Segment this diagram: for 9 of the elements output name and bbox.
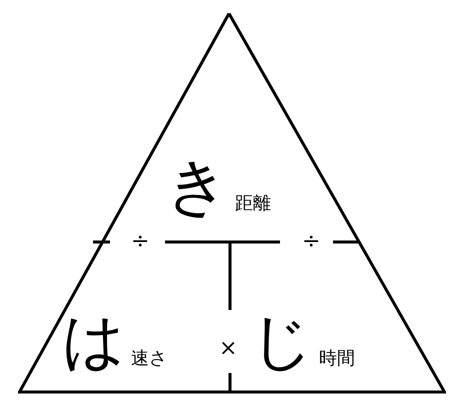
operator-sign: × <box>219 338 238 360</box>
operator-sign: ÷ <box>302 231 320 253</box>
quantity-label: 距離 <box>235 195 271 213</box>
letter-text: じ <box>250 310 313 372</box>
operator-sign: ÷ <box>131 231 150 253</box>
quantity-label: 速さ <box>131 350 167 368</box>
letter-text: き <box>166 155 229 217</box>
letter-text: は <box>62 310 125 372</box>
quantity-label: 時間 <box>319 350 355 368</box>
